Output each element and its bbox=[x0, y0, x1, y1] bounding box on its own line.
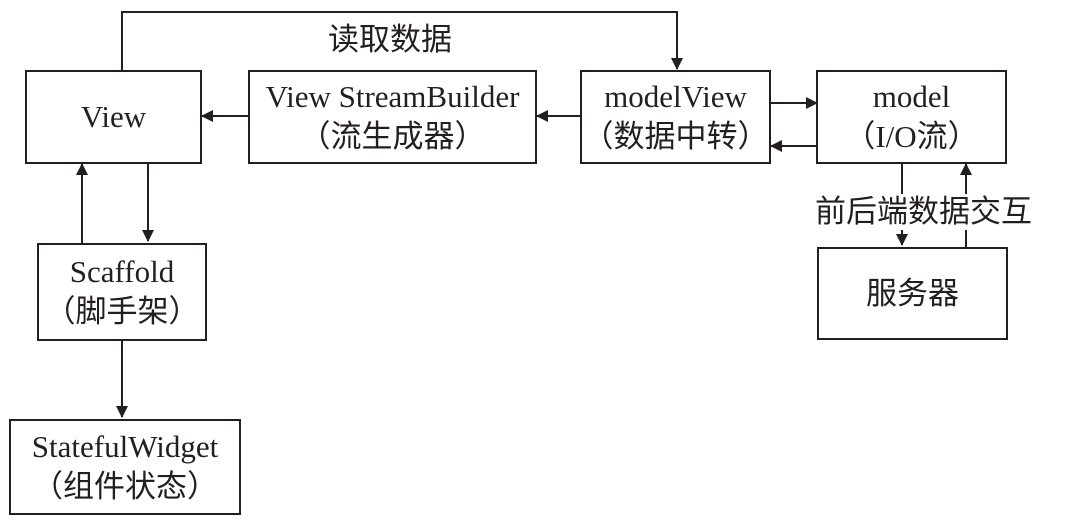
node-scaffold-label: Scaffold bbox=[69, 254, 175, 289]
node-model: model （I/O流） bbox=[816, 70, 1007, 164]
node-view: View bbox=[25, 70, 202, 164]
node-stream-builder-sublabel: （流生成器） bbox=[299, 119, 486, 154]
edge-label-frontend-backend: 前后端数据交互 bbox=[815, 194, 1032, 230]
node-model-view-label: modelView bbox=[604, 79, 747, 114]
node-server: 服务器 bbox=[817, 247, 1008, 340]
node-stream-builder-label: View StreamBuilder bbox=[265, 79, 520, 114]
node-model-view: modelView （数据中转） bbox=[580, 70, 771, 164]
node-model-view-sublabel: （数据中转） bbox=[582, 119, 769, 154]
node-scaffold-sublabel: （脚手架） bbox=[44, 294, 200, 329]
node-view-label: View bbox=[80, 99, 147, 134]
edge-label-read-data: 读取数据 bbox=[328, 22, 452, 57]
node-stateful-widget-label: StatefulWidget bbox=[31, 429, 219, 464]
node-model-label: model bbox=[872, 79, 951, 114]
node-stateful-widget-sublabel: （组件状态） bbox=[32, 469, 218, 504]
node-model-sublabel: （I/O流） bbox=[844, 119, 979, 154]
node-server-label: 服务器 bbox=[866, 275, 959, 311]
edge-view-to-modelview bbox=[121, 11, 683, 70]
node-stateful-widget: StatefulWidget （组件状态） bbox=[9, 419, 241, 515]
node-stream-builder: View StreamBuilder （流生成器） bbox=[248, 70, 537, 164]
node-scaffold: Scaffold （脚手架） bbox=[37, 243, 207, 341]
